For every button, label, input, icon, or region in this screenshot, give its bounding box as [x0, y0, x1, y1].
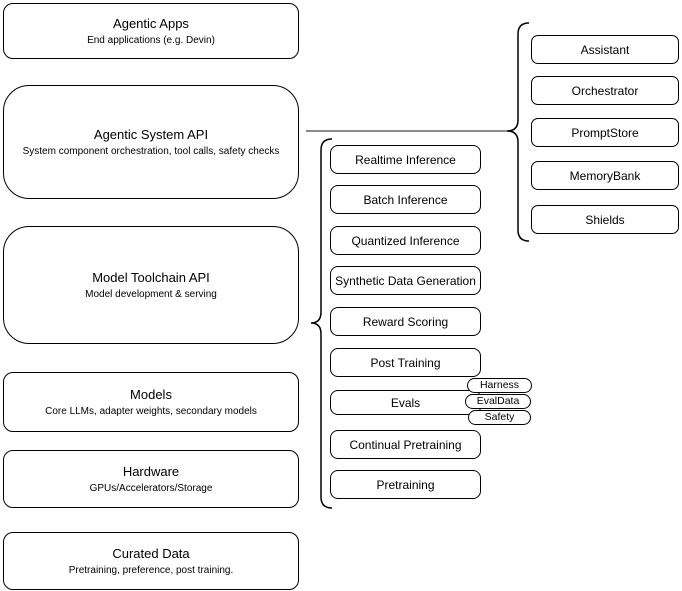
box-label: Continual Pretraining	[349, 437, 462, 452]
box-realtime-inference: Realtime Inference	[330, 145, 481, 174]
pill-label: Safety	[484, 411, 515, 423]
box-subtitle: Core LLMs, adapter weights, secondary mo…	[45, 405, 257, 417]
box-continual-pretraining: Continual Pretraining	[330, 430, 481, 459]
box-pretraining: Pretraining	[330, 470, 481, 499]
box-reward-scoring: Reward Scoring	[330, 307, 481, 336]
box-subtitle: End applications (e.g. Devin)	[87, 34, 215, 46]
box-title: Models	[130, 386, 172, 402]
pill-harness: Harness	[467, 378, 532, 393]
box-curated-data: Curated Data Pretraining, preference, po…	[3, 532, 299, 590]
box-label: Quantized Inference	[351, 233, 460, 248]
box-title: Agentic System API	[93, 126, 209, 142]
pill-safety: Safety	[468, 410, 531, 425]
box-model-toolchain-api: Model Toolchain API Model development & …	[3, 226, 299, 344]
box-label: PromptStore	[571, 125, 639, 140]
box-label: Reward Scoring	[362, 314, 449, 329]
box-models: Models Core LLMs, adapter weights, secon…	[3, 372, 299, 432]
box-agentic-apps: Agentic Apps End applications (e.g. Devi…	[3, 3, 299, 59]
box-label: Shields	[585, 212, 625, 227]
box-label: Realtime Inference	[355, 152, 456, 167]
box-subtitle: Pretraining, preference, post training.	[68, 564, 234, 576]
box-label: Synthetic Data Generation	[335, 273, 476, 288]
box-promptstore: PromptStore	[531, 118, 679, 147]
box-subtitle: GPUs/Accelerators/Storage	[89, 482, 213, 494]
box-label: Batch Inference	[363, 192, 448, 207]
box-synthetic-data-generation: Synthetic Data Generation	[330, 266, 481, 295]
right-group-brace	[506, 22, 530, 242]
pill-label: Harness	[479, 379, 520, 391]
box-memorybank: MemoryBank	[531, 161, 679, 190]
pill-evaldata: EvalData	[465, 394, 531, 409]
box-post-training: Post Training	[330, 348, 481, 377]
box-evals: Evals	[330, 390, 481, 415]
box-title: Hardware	[122, 463, 180, 479]
box-hardware: Hardware GPUs/Accelerators/Storage	[3, 450, 299, 508]
box-quantized-inference: Quantized Inference	[330, 226, 481, 255]
box-agentic-system-api: Agentic System API System component orch…	[3, 85, 299, 199]
box-label: Assistant	[580, 42, 630, 57]
middle-group-brace	[310, 138, 333, 509]
box-title: Model Toolchain API	[92, 269, 210, 285]
box-label: Orchestrator	[571, 83, 639, 98]
box-label: Post Training	[370, 355, 441, 370]
box-orchestrator: Orchestrator	[531, 76, 679, 105]
box-subtitle: System component orchestration, tool cal…	[22, 145, 280, 157]
box-label: Evals	[390, 395, 421, 410]
box-subtitle: Model development & serving	[85, 288, 217, 300]
box-label: Pretraining	[376, 477, 435, 492]
box-assistant: Assistant	[531, 35, 679, 64]
pill-label: EvalData	[476, 395, 520, 407]
box-label: MemoryBank	[569, 168, 641, 183]
box-batch-inference: Batch Inference	[330, 185, 481, 214]
box-title: Agentic Apps	[113, 15, 189, 31]
box-shields: Shields	[531, 205, 679, 234]
box-title: Curated Data	[112, 545, 190, 561]
